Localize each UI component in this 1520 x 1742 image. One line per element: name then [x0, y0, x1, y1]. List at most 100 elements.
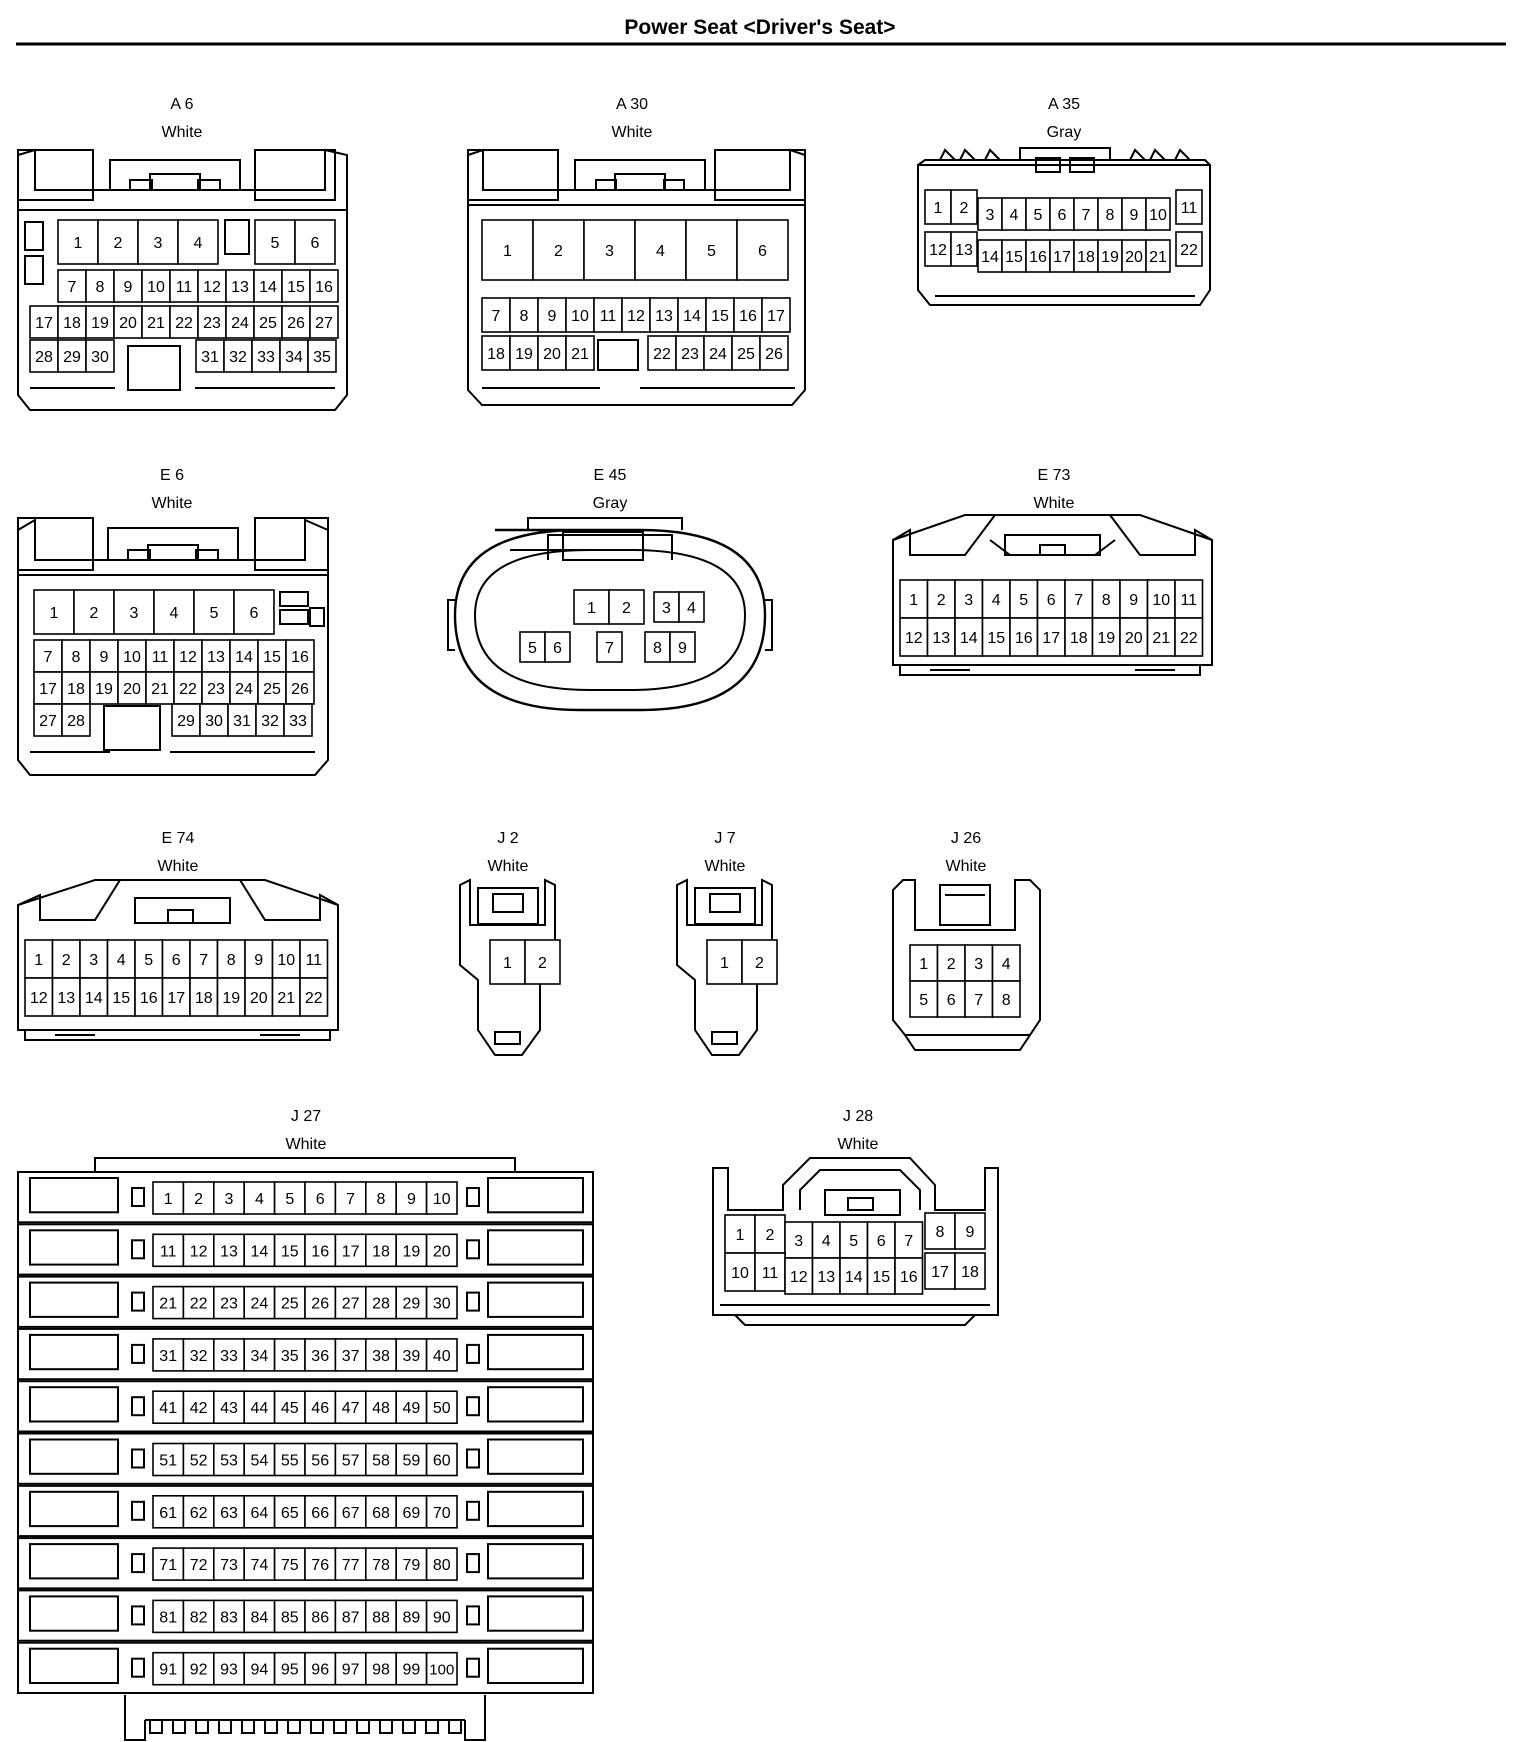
pin-8: 8 — [1091, 579, 1121, 619]
pin-cell — [189, 977, 219, 1017]
pin-98: 98 — [364, 1651, 397, 1686]
pin-label: 22 — [190, 1296, 208, 1313]
connector-color-a30: White — [612, 124, 653, 141]
pin-5: 5 — [839, 1221, 869, 1259]
pin-label: 20 — [250, 990, 268, 1007]
pin-22: 22 — [1175, 231, 1203, 267]
pin-15: 15 — [273, 1233, 306, 1268]
pin-1: 1 — [481, 219, 534, 281]
pin-57: 57 — [334, 1442, 367, 1477]
pin-29: 29 — [57, 339, 87, 373]
pin-cell — [1073, 239, 1099, 273]
outline — [29, 1281, 119, 1318]
outline — [17, 149, 94, 201]
pin-cell — [1145, 239, 1171, 273]
pin-label: 9 — [548, 308, 557, 325]
pin-label: 2 — [114, 235, 123, 252]
pin-cell — [334, 1233, 367, 1268]
pin-cell — [153, 589, 195, 635]
pin-23: 23 — [201, 671, 231, 705]
pin-label: 54 — [251, 1453, 269, 1470]
pin-cell — [678, 591, 705, 623]
pin-label: 40 — [433, 1348, 451, 1365]
pin-7: 7 — [57, 269, 87, 303]
pin-cell — [481, 219, 534, 281]
pin-label: 10 — [147, 279, 165, 296]
pin-cell — [243, 1285, 276, 1320]
pin-22: 22 — [1174, 617, 1204, 657]
pin-label: 4 — [170, 605, 179, 622]
pin-label: 10 — [1149, 207, 1167, 224]
outline — [597, 339, 639, 371]
pin-73: 73 — [213, 1547, 246, 1581]
outline — [29, 1386, 119, 1423]
pin-label: 21 — [571, 346, 589, 363]
pin-label: 38 — [372, 1348, 390, 1365]
pin-cell — [811, 1257, 841, 1295]
connector-id-a30: A 30 — [616, 96, 648, 113]
pin-label: 11 — [600, 308, 617, 325]
pin-69: 69 — [395, 1495, 428, 1529]
pin-cell — [909, 944, 939, 982]
pin-92: 92 — [182, 1651, 215, 1686]
pin-49: 49 — [395, 1390, 428, 1424]
pin-27: 27 — [33, 703, 63, 737]
pin-label: 17 — [39, 681, 57, 698]
pin-label: 5 — [919, 992, 928, 1009]
outline — [892, 514, 1213, 666]
outline — [663, 179, 685, 191]
pin-12: 12 — [197, 269, 227, 303]
pin-label: 20 — [433, 1243, 451, 1260]
pin-1: 1 — [489, 939, 526, 985]
pin-cell — [964, 980, 994, 1018]
pin-label: 30 — [205, 713, 223, 730]
pin-13: 13 — [811, 1257, 841, 1295]
pin-14: 14 — [79, 977, 109, 1017]
outline — [466, 1291, 480, 1312]
pin-20: 20 — [1121, 239, 1147, 273]
outline — [17, 1327, 594, 1381]
pin-label: 91 — [159, 1662, 177, 1679]
pin-7: 7 — [33, 639, 63, 673]
pin-label: 6 — [553, 640, 562, 657]
pin-label: 8 — [377, 1191, 386, 1208]
pin-10: 10 — [425, 1181, 458, 1215]
pin-cell — [669, 631, 696, 663]
pin-2: 2 — [950, 189, 978, 225]
pin-cell — [255, 703, 285, 737]
outline — [714, 149, 806, 201]
pin-label: 10 — [123, 649, 141, 666]
pin-15: 15 — [866, 1257, 896, 1295]
pin-6: 6 — [936, 980, 966, 1018]
pin-14: 14 — [253, 269, 283, 303]
pin-label: 5 — [849, 1233, 858, 1250]
outline — [241, 1720, 255, 1734]
pin-label: 7 — [605, 640, 614, 657]
pin-23: 23 — [197, 305, 227, 339]
pin-12: 12 — [173, 639, 203, 673]
pin-cell — [653, 591, 680, 623]
outline — [17, 879, 339, 906]
outline — [29, 1229, 119, 1266]
pin-cell — [213, 1651, 246, 1686]
pin-label: 26 — [311, 1296, 329, 1313]
outline — [466, 1448, 480, 1469]
pin-label: 4 — [194, 235, 203, 252]
outline — [107, 527, 239, 560]
pin-cell — [981, 617, 1011, 657]
pin-cell — [703, 335, 733, 371]
pin-label: 63 — [220, 1505, 238, 1522]
pin-label: 14 — [845, 1269, 863, 1286]
pin-34: 34 — [243, 1338, 276, 1372]
pin-3: 3 — [137, 219, 179, 265]
pin-21: 21 — [565, 335, 595, 371]
pin-label: 10 — [433, 1191, 451, 1208]
pin-cell — [253, 305, 283, 339]
pin-cell — [1145, 197, 1171, 231]
pin-label: 24 — [235, 681, 253, 698]
pin-79: 79 — [395, 1547, 428, 1581]
pin-label: 8 — [96, 279, 105, 296]
pin-59: 59 — [395, 1442, 428, 1477]
pin-91: 91 — [152, 1651, 185, 1686]
pin-cell — [257, 639, 287, 673]
